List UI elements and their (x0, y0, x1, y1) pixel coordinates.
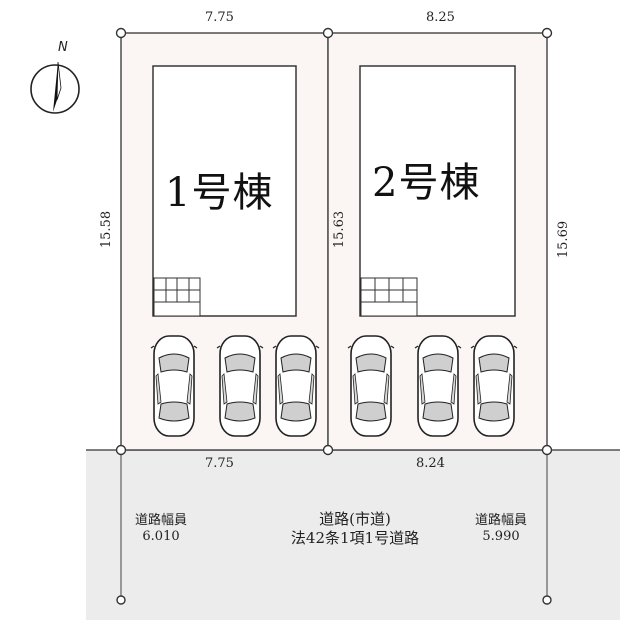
lot-1-depth: 15.58 (99, 210, 115, 249)
parking-car (272, 335, 320, 437)
lot-2-left-depth: 15.63 (332, 210, 348, 249)
road-name-line1: 道路(市道) (319, 510, 391, 528)
road-width-right-label: 道路幅員 (474, 513, 527, 528)
parking-car (414, 335, 462, 437)
deck-1 (153, 277, 201, 317)
road-name: 道路(市道) 法42条1項1号道路 (255, 510, 455, 548)
road-width-left: 道路幅員 6.010 (124, 513, 198, 545)
road-width-right-value: 5.990 (482, 529, 520, 544)
lot-2-top-width: 8.25 (426, 10, 455, 25)
lot-corner-points (115, 27, 553, 456)
building-2-label: 2号棟 (372, 160, 481, 206)
road-width-left-value: 6.010 (142, 529, 180, 544)
parking-car (470, 335, 518, 437)
survey-point (542, 595, 552, 605)
road-width-left-label: 道路幅員 (134, 513, 187, 528)
compass-icon (30, 61, 80, 114)
north-label: N (58, 40, 68, 55)
survey-point (116, 595, 126, 605)
building-1-footprint (152, 65, 297, 317)
building-1-label: 1号棟 (165, 170, 274, 216)
lot-1-bottom-width: 7.75 (205, 456, 234, 471)
lot-1-top-width: 7.75 (205, 10, 234, 25)
road-name-line2: 法42条1項1号道路 (290, 529, 420, 547)
lot-2-bottom-width: 8.24 (416, 456, 445, 471)
building-2-footprint (359, 65, 516, 317)
road-width-right: 道路幅員 5.990 (461, 513, 541, 545)
lot-2-right-depth: 15.69 (556, 220, 572, 259)
deck-2 (360, 277, 418, 317)
parking-car (216, 335, 264, 437)
parking-car (347, 335, 395, 437)
parking-car (150, 335, 198, 437)
road-area (86, 450, 620, 620)
